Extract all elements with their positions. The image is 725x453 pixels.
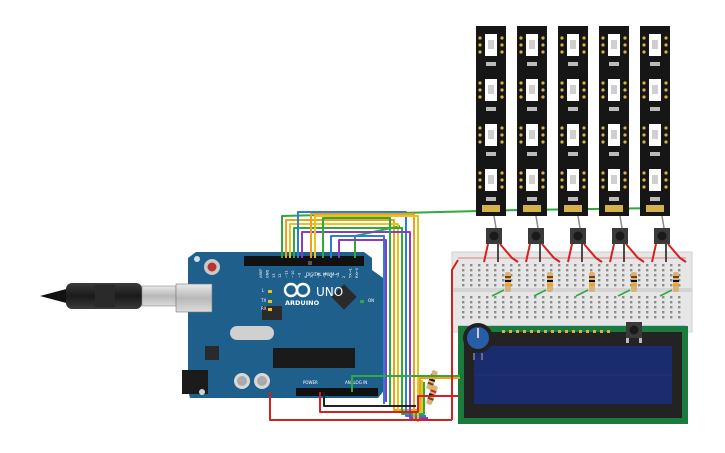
breadboard [451, 251, 693, 333]
neopixel-strip [558, 26, 588, 216]
arduino-brand: ARDUINO [285, 299, 320, 307]
lcd-resistors [426, 370, 438, 405]
potentiometer[interactable] [463, 323, 493, 360]
power-header-label: POWER [303, 380, 318, 385]
push-button[interactable] [651, 215, 687, 297]
tx-led-label: TX [260, 298, 266, 303]
neopixel-strip [599, 26, 629, 216]
resistor [547, 272, 553, 292]
digital-header-label: DIGITAL (PWM~) [306, 272, 340, 277]
header-pin-label: ~3 [336, 273, 340, 278]
resistor [631, 272, 637, 292]
header-pin-label: 7 [310, 276, 314, 278]
header-pin-label: 2 [342, 276, 346, 278]
header-pin-label: ~10 [291, 270, 295, 278]
analog-header-label: ANALOG IN [345, 380, 367, 385]
header-pin-label: ~5 [323, 273, 327, 278]
resistor [589, 272, 595, 292]
header-pin-label: 12 [278, 273, 282, 278]
wires [269, 207, 668, 422]
resistor [505, 272, 511, 292]
lcd-push-button[interactable] [626, 322, 642, 343]
header-pin-label: 8 [304, 275, 308, 278]
neopixel-strip [517, 26, 547, 216]
resistor [673, 272, 679, 292]
header-pin-label: ~11 [285, 270, 289, 278]
header-pin-label: ~9 [297, 272, 301, 278]
rx-led-label: RX [261, 306, 267, 311]
arduino-infinity-logo [283, 282, 311, 298]
on-led-label: ON [368, 298, 374, 303]
push-button[interactable] [567, 215, 603, 297]
header-pin-label: GND [265, 270, 269, 278]
header-pin-label: RX←0 [355, 267, 359, 278]
usb-cable [40, 283, 177, 309]
neopixel-strip [476, 26, 506, 216]
push-button[interactable] [483, 215, 519, 297]
header-pin-label: TX→1 [349, 268, 353, 279]
header-pin-label: AREF [259, 269, 263, 278]
arduino-model: UNO [316, 285, 343, 299]
header-pin-label: ~6 [317, 272, 321, 278]
lcd-display [458, 326, 688, 424]
push-button[interactable] [609, 215, 645, 297]
header-pin-label: 4 [329, 275, 333, 278]
push-button[interactable] [525, 215, 561, 297]
header-pin-label: 13 [272, 273, 276, 278]
neopixel-strip [640, 26, 670, 216]
l-led-label: L [262, 288, 265, 293]
